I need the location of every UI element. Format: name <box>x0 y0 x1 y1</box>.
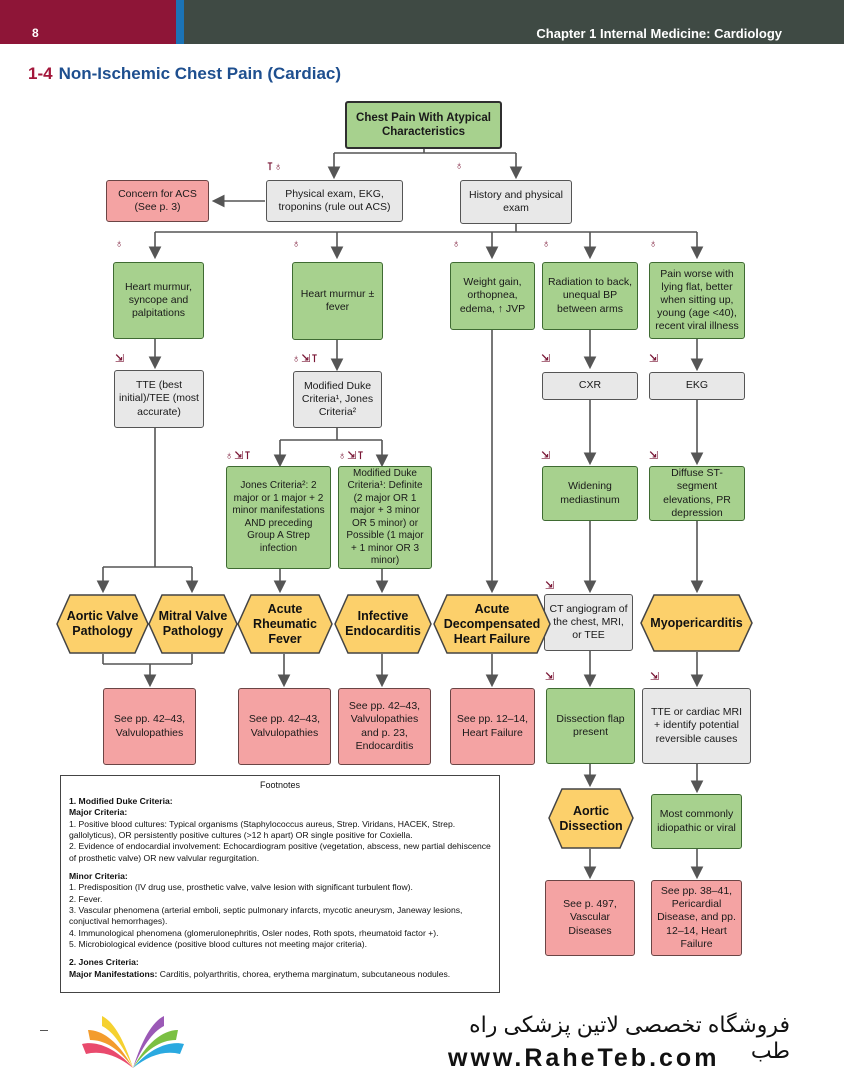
flowchart-connectors <box>96 149 704 880</box>
see-pericardial-box: See pp. 38–41, Pericardial Disease, and … <box>651 880 742 956</box>
modified-duke-box: Modified Duke Criteria¹, Jones Criteria² <box>293 371 382 428</box>
mitral-valve-label: Mitral Valve Pathology <box>158 609 228 638</box>
figure-number: 1-4 <box>28 64 53 83</box>
footnote-duke-title: 1. Modified Duke Criteria: <box>69 795 173 806</box>
footnote-minor-4: 4. Immunological phenomena (glomerulonep… <box>69 927 439 938</box>
imaging-icon: ⇲ <box>650 671 661 683</box>
widening-box: Widening mediastinum <box>542 466 638 521</box>
footnote-jones-major: Major Manifestations: Carditis, polyarth… <box>69 969 491 980</box>
imaging-icon: ⇲ <box>545 580 556 592</box>
radiation-box: Radiation to back, unequal BP between ar… <box>542 262 638 330</box>
aortic-dissection-label: Aortic Dissection <box>559 803 623 833</box>
footnote-major-title: Major Criteria: <box>69 807 128 818</box>
start-node: Chest Pain With Atypical Characteristics <box>345 101 502 149</box>
footnote-minor-title: Minor Criteria: <box>69 870 128 881</box>
header-blue-stripe <box>176 0 184 44</box>
see-endocarditis-box: See pp. 42–43, Valvulopathies and p. 23,… <box>338 688 431 765</box>
tte-tee-box: TTE (best initial)/TEE (most accurate) <box>114 370 204 428</box>
history-box: History and physical exam <box>460 180 572 224</box>
aortic-valve-label: Aortic Valve Pathology <box>66 609 139 638</box>
footnote-minor-1: 1. Predisposition (IV drug use, prosthet… <box>69 882 413 893</box>
dissection-flap-box: Dissection flap present <box>546 688 635 764</box>
multi-test-icon: ♁⇲⊺ <box>292 353 319 365</box>
header-maroon-block <box>0 0 176 44</box>
footnote-major-1: 1. Positive blood cultures: Typical orga… <box>69 818 456 840</box>
myopericarditis-hexagon: Myopericarditis <box>640 594 753 652</box>
stethoscope-icon: ♁ <box>292 238 302 250</box>
footnotes-heading: Footnotes <box>259 780 301 790</box>
imaging-icon: ⇲ <box>649 450 660 462</box>
myopericarditis-label: Myopericarditis <box>650 615 743 630</box>
footnote-jones-major-label: Major Manifestations: <box>69 968 158 979</box>
aortic-dissection-hexagon: Aortic Dissection <box>548 788 634 849</box>
ct-angiogram-box: CT angiogram of the chest, MRI, or TEE <box>544 594 633 651</box>
footnote-minor-3: 3. Vascular phenomena (arterial emboli, … <box>69 904 463 927</box>
multi-test-icon: ♁⇲⊺ <box>225 450 252 462</box>
stethoscope-icon: ♁ <box>115 238 125 250</box>
figure-title-text: Non-Ischemic Chest Pain (Cardiac) <box>58 64 342 83</box>
book-logo-icon <box>82 1016 184 1068</box>
see-valvulopathies-1-box: See pp. 42–43, Valvulopathies <box>103 688 196 765</box>
margin-dash <box>40 1030 48 1031</box>
heart-failure-label: Acute Decompensated Heart Failure <box>443 601 541 646</box>
watermark-url: www.RaheTeb.com <box>448 1044 720 1072</box>
page-number: 8 <box>32 26 39 40</box>
ekg-box: EKG <box>649 372 745 400</box>
see-vascular-box: See p. 497, Vascular Diseases <box>545 880 635 956</box>
physical-exam-box: Physical exam, EKG, troponins (rule out … <box>266 180 403 222</box>
footnote-minor-5: 5. Microbiological evidence (positive bl… <box>69 939 368 949</box>
imaging-icon: ⇲ <box>649 353 660 365</box>
stethoscope-icon: ♁ <box>542 238 552 250</box>
multi-test-icon: ♁⇲⊺ <box>338 450 365 462</box>
murmur-syncope-box: Heart murmur, syncope and palpitations <box>113 262 204 339</box>
figure-title: 1-4 Non-Ischemic Chest Pain (Cardiac) <box>28 64 341 84</box>
weight-gain-box: Weight gain, orthopnea, edema, ↑ JVP <box>450 262 535 330</box>
imaging-icon: ⇲ <box>115 353 126 365</box>
imaging-icon: ⇲ <box>541 450 552 462</box>
concern-acs-box: Concern for ACS (See p. 3) <box>106 180 209 222</box>
imaging-icon: ⇲ <box>541 353 552 365</box>
rheumatic-fever-label: Acute Rheumatic Fever <box>253 601 317 646</box>
test-tube-stethoscope-icon: ⊺♁ <box>267 161 284 173</box>
header-gray-bar <box>184 0 844 44</box>
see-valvulopathies-2-box: See pp. 42–43, Valvulopathies <box>238 688 331 765</box>
heart-failure-hexagon: Acute Decompensated Heart Failure <box>433 594 551 654</box>
footnote-minor-2: 2. Fever. <box>69 893 103 904</box>
stethoscope-icon: ♁ <box>455 160 465 172</box>
imaging-icon: ⇲ <box>545 671 556 683</box>
pain-worse-box: Pain worse with lying flat, better when … <box>649 262 745 339</box>
mitral-valve-hexagon: Mitral Valve Pathology <box>148 594 238 654</box>
chapter-title: Chapter 1 Internal Medicine: Cardiology <box>536 26 782 41</box>
page-header: 8 Chapter 1 Internal Medicine: Cardiolog… <box>0 0 844 44</box>
footnote-jones-title: 2. Jones Criteria: <box>69 957 139 968</box>
endocarditis-hexagon: Infective Endocarditis <box>334 594 432 654</box>
see-heart-failure-box: See pp. 12–14, Heart Failure <box>450 688 535 765</box>
stethoscope-icon: ♁ <box>649 238 659 250</box>
stethoscope-icon: ♁ <box>452 238 462 250</box>
endocarditis-label: Infective Endocarditis <box>345 609 421 638</box>
cxr-box: CXR <box>542 372 638 400</box>
most-common-box: Most commonly idiopathic or viral <box>651 794 742 849</box>
watermark-persian-text: فروشگاه تخصصی لاتین پزشکی راه طب <box>469 1012 790 1063</box>
tte-cardiac-mri-box: TTE or cardiac MRI + identify potential … <box>642 688 751 764</box>
footnote-major-2: 2. Evidence of endocardial involvement: … <box>69 841 491 863</box>
diffuse-st-box: Diffuse ST-segment elevations, PR depres… <box>649 466 745 521</box>
jones-criteria-box: Jones Criteria²: 2 major or 1 major + 2 … <box>226 466 331 569</box>
footnote-jones-major-text: Carditis, polyarthritis, chorea, erythem… <box>159 968 451 979</box>
duke-definite-box: Modified Duke Criteria¹: Definite (2 maj… <box>338 466 432 569</box>
murmur-fever-box: Heart murmur ± fever <box>292 262 383 340</box>
rheumatic-fever-hexagon: Acute Rheumatic Fever <box>237 594 333 654</box>
footnotes-panel: Footnotes 1. Modified Duke Criteria: Maj… <box>60 775 500 993</box>
aortic-valve-hexagon: Aortic Valve Pathology <box>56 594 149 654</box>
